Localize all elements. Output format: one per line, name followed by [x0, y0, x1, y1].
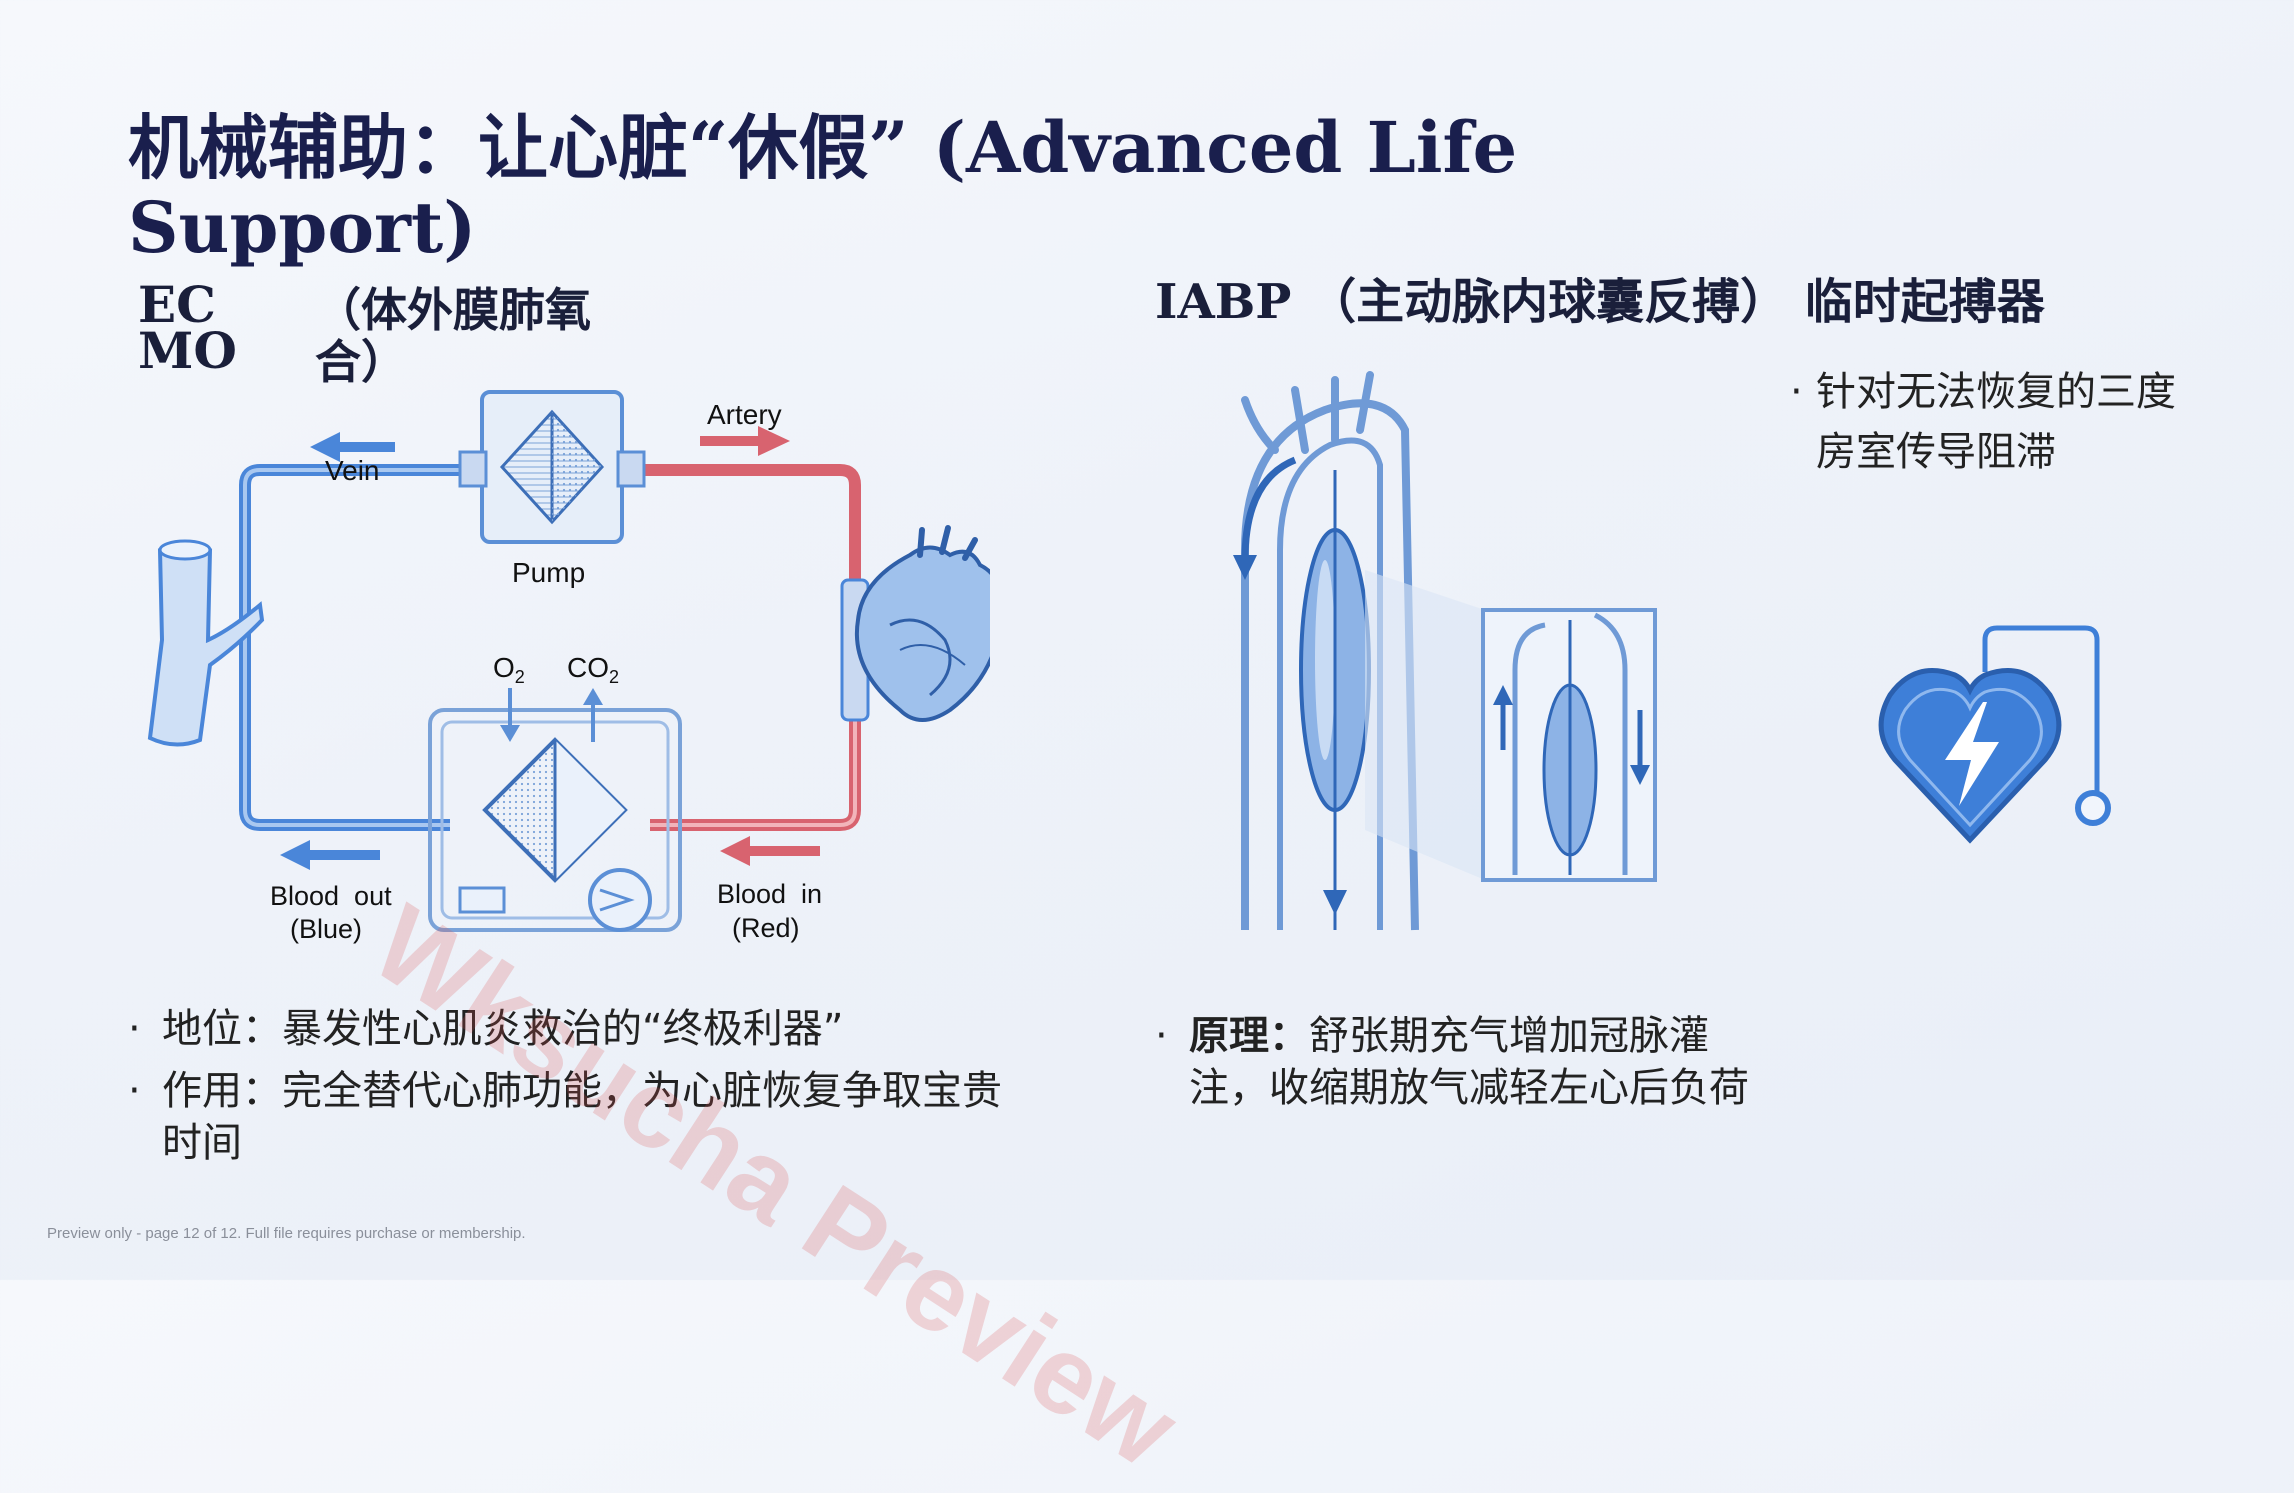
blood-in-arrow-icon [720, 836, 820, 866]
iabp-principle-label: 原理： [1189, 1013, 1309, 1059]
aorta-balloon-icon [1233, 371, 1657, 931]
ecmo-heading-cn: （体外膜肺氧合） [315, 283, 591, 389]
ecmo-bullet-list: 地位：暴发性心肌炎救治的“终极利器” 作用：完全替代心肺功能，为心脏恢复争取宝贵… [128, 1003, 1008, 1179]
heart-icon [840, 525, 990, 722]
blood-in-color-label: (Red) [732, 913, 800, 943]
blood-in-label: Blood in [717, 879, 822, 909]
vein-icon [147, 539, 265, 747]
o2-label: O2 [493, 652, 525, 687]
blood-out-color-label: (Blue) [290, 914, 362, 944]
artery-arrow-icon [700, 426, 790, 456]
pump-icon [458, 390, 646, 544]
artery-label: Artery [707, 399, 782, 430]
venous-line [239, 464, 460, 831]
ecmo-bullet-function: 作用：完全替代心肺功能，为心脏恢复争取宝贵时间 [128, 1065, 1008, 1169]
watermark: Wksucha Preview [351, 881, 1199, 1491]
iabp-principle: · 原理：舒张期充气增加冠脉灌注，收缩期放气减轻左心后负荷 [1155, 1013, 1749, 1111]
iabp-principle-text: 舒张期充气增加冠脉灌注，收缩期放气减轻左心后负荷 [1189, 1013, 1749, 1111]
iabp-diagram [1233, 371, 1657, 931]
pacemaker-bullet-list: 针对无法恢复的三度房室传导阻滞 [1790, 362, 2210, 492]
ecmo-heading-abbr: EC MO [138, 275, 237, 380]
blood-out-arrow-icon [280, 840, 380, 870]
iabp-heading: IABP （主动脉内球囊反搏） 临时起搏器 [1155, 274, 2045, 330]
arterial-line [630, 464, 861, 590]
vein-label: Vein [325, 455, 380, 486]
blood-out-label: Blood out [270, 881, 392, 911]
slide-title: 机械辅助：让心脏“休假” (Advanced Life Support) [128, 106, 1518, 269]
pump-label: Pump [512, 557, 585, 588]
ecmo-bullet-status: 地位：暴发性心肌炎救治的“终极利器” [128, 1003, 1008, 1055]
defibrillator-heart-icon [1878, 625, 2111, 844]
vein-arrow-icon [310, 432, 395, 462]
ecmo-diagram: Vein Artery Pump O2 CO2 Blood out (Blue)… [147, 390, 990, 944]
preview-footer: Preview only - page 12 of 12. Full file … [47, 1225, 526, 1242]
co2-label: CO2 [567, 652, 619, 687]
oxygenator-icon [428, 688, 682, 932]
pacemaker-bullet: 针对无法恢复的三度房室传导阻滞 [1790, 362, 2210, 482]
